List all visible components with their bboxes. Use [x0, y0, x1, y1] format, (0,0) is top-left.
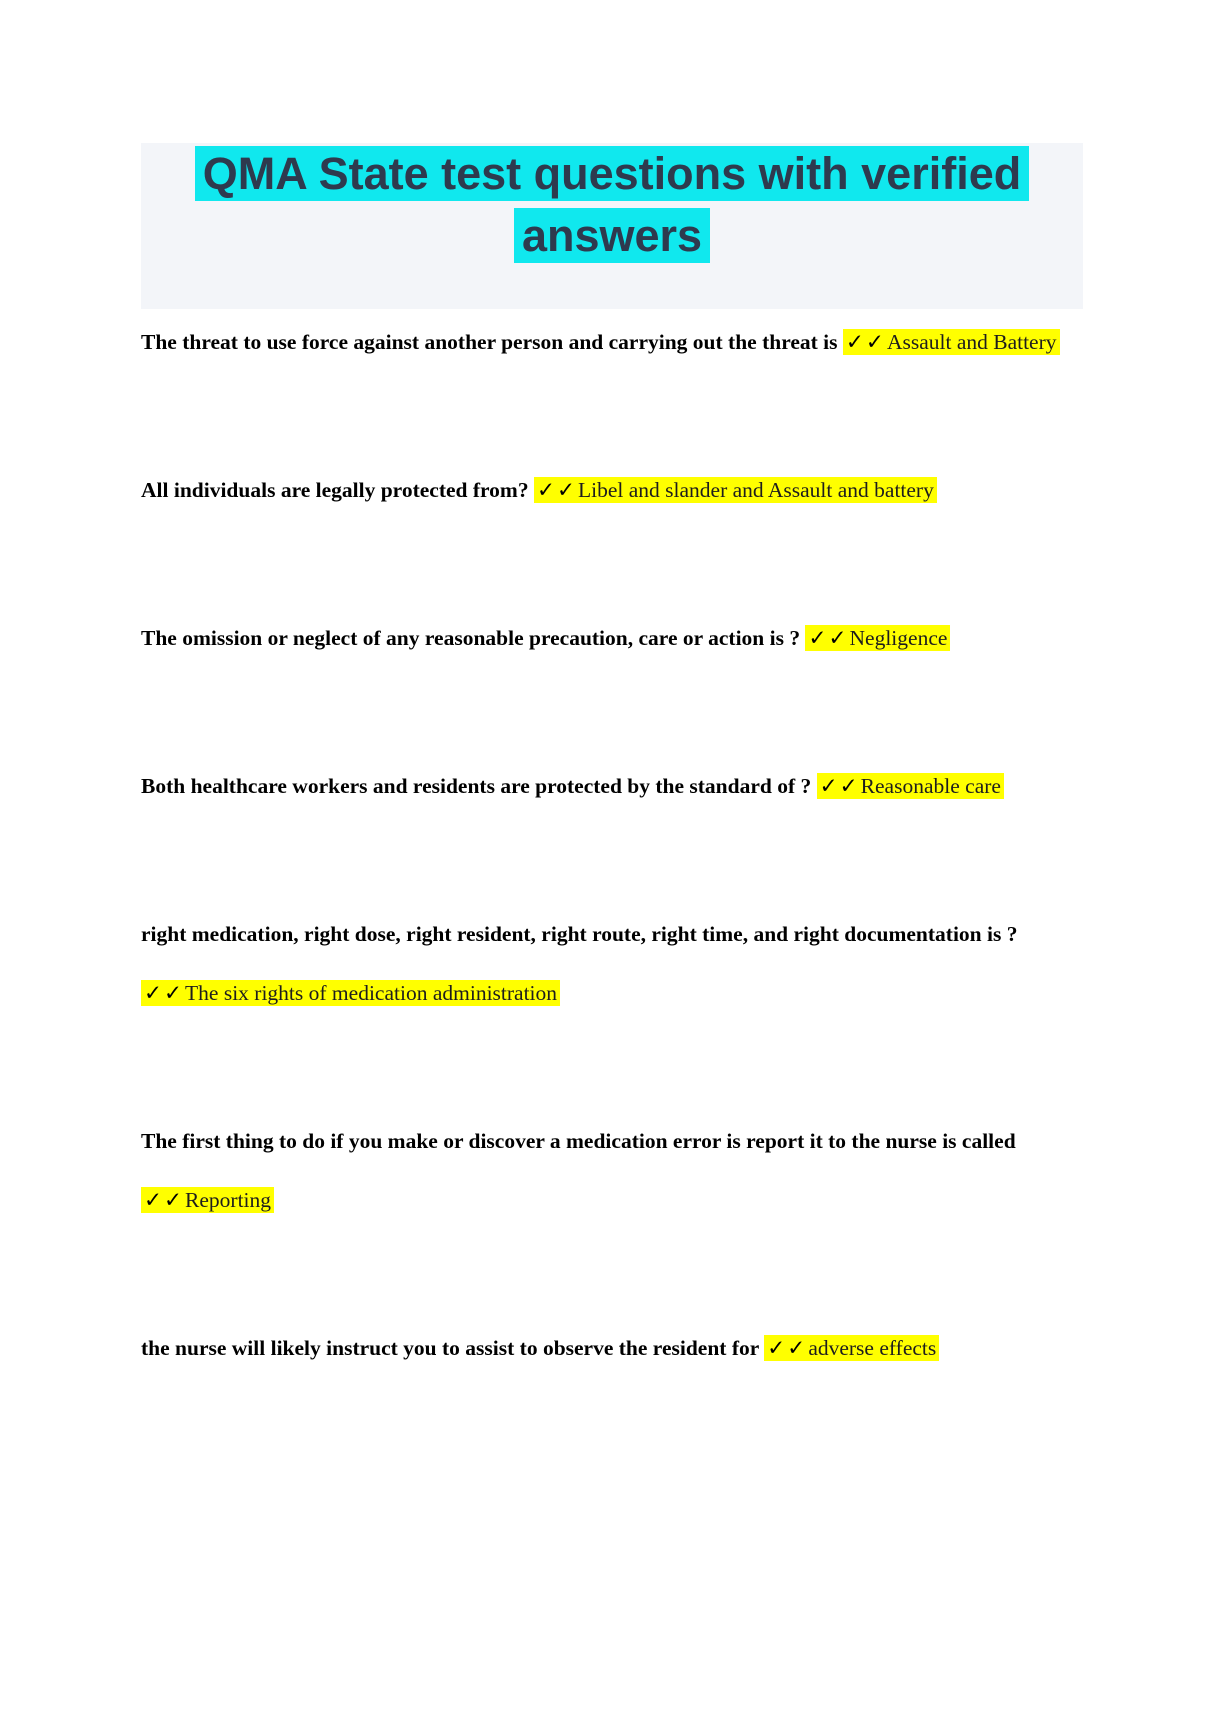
answer-highlight: ✓✓Libel and slander and Assault and batt… [533, 477, 937, 503]
document-page: QMA State test questions with verified a… [0, 143, 1224, 1727]
answer-highlight: ✓✓Negligence [805, 625, 951, 651]
qa-item: the nurse will likely instruct you to as… [141, 1319, 1083, 1378]
double-checkmark-icon: ✓✓ [144, 981, 185, 1006]
qa-item: All individuals are legally protected fr… [141, 461, 1083, 520]
answer-text: The six rights of medication administrat… [185, 981, 558, 1005]
answer-text: Assault and Battery [886, 330, 1057, 354]
answer-text: Reasonable care [860, 774, 1001, 798]
question-text: right medication, right dose, right resi… [141, 922, 1018, 946]
qa-list: The threat to use force against another … [141, 313, 1083, 1378]
answer-highlight: ✓✓Assault and Battery [842, 329, 1060, 355]
double-checkmark-icon: ✓✓ [819, 774, 860, 799]
answer-text: Libel and slander and Assault and batter… [578, 478, 934, 502]
question-text: The first thing to do if you make or dis… [141, 1129, 1016, 1153]
qa-item: The threat to use force against another … [141, 313, 1083, 372]
qa-item: The omission or neglect of any reasonabl… [141, 609, 1083, 668]
answer-highlight: ✓✓adverse effects [764, 1335, 940, 1361]
double-checkmark-icon: ✓✓ [536, 478, 577, 503]
answer-text: adverse effects [808, 1336, 937, 1360]
answer-text: Negligence [849, 626, 948, 650]
question-text: The omission or neglect of any reasonabl… [141, 626, 806, 650]
qa-item: Both healthcare workers and residents ar… [141, 757, 1083, 816]
title-block: QMA State test questions with verified a… [141, 143, 1083, 309]
answer-highlight: ✓✓The six rights of medication administr… [141, 980, 561, 1006]
qa-item: The first thing to do if you make or dis… [141, 1112, 1083, 1230]
qa-item: right medication, right dose, right resi… [141, 905, 1083, 1023]
title-highlight: QMA State test questions with verified a… [194, 146, 1030, 263]
double-checkmark-icon: ✓✓ [767, 1336, 808, 1361]
answer-highlight: ✓✓Reporting [141, 1187, 275, 1213]
question-text: All individuals are legally protected fr… [141, 478, 534, 502]
question-text: the nurse will likely instruct you to as… [141, 1336, 765, 1360]
double-checkmark-icon: ✓✓ [144, 1188, 185, 1213]
question-text: Both healthcare workers and residents ar… [141, 774, 817, 798]
question-text: The threat to use force against another … [141, 330, 843, 354]
answer-text: Reporting [185, 1188, 272, 1212]
double-checkmark-icon: ✓✓ [845, 330, 886, 355]
answer-highlight: ✓✓Reasonable care [816, 773, 1004, 799]
double-checkmark-icon: ✓✓ [808, 626, 849, 651]
page-title: QMA State test questions with verified a… [141, 143, 1083, 267]
